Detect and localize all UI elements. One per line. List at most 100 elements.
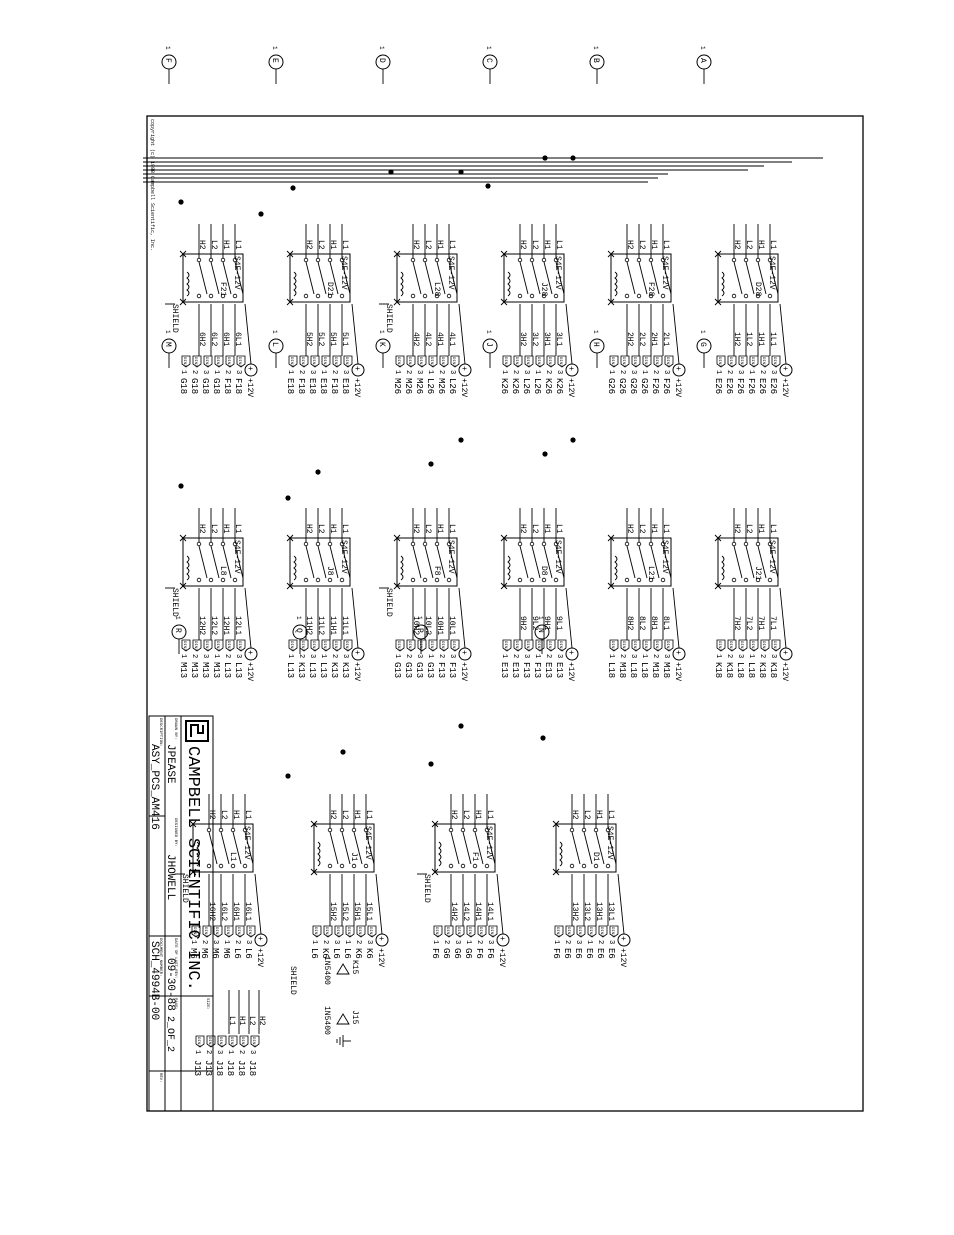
shield-label: SHIELD (288, 966, 297, 995)
connector-tag: DIN3 (621, 357, 625, 367)
relay-input-label: L1 (233, 240, 242, 250)
wire (714, 534, 722, 542)
contact (743, 293, 749, 299)
wire (543, 261, 553, 295)
supply-label: +12V (459, 662, 468, 681)
bus-tag-letter: K (377, 342, 386, 347)
contact (303, 293, 309, 299)
channel-label: 3H1 (542, 332, 551, 347)
pin-number: 1 (310, 940, 318, 944)
wire (431, 868, 439, 876)
contact (315, 293, 321, 299)
supply-label: +12V (673, 662, 682, 681)
pin-ref: J13 (203, 1060, 213, 1076)
pin-ref: G18 (178, 378, 188, 394)
pin-ref: J18 (225, 1060, 235, 1076)
pin-ref: E18 (285, 378, 295, 394)
connector-pin (609, 925, 619, 938)
wire (626, 261, 636, 295)
connector-pin (356, 925, 366, 938)
contact (422, 293, 428, 299)
wire (571, 831, 581, 865)
contact (363, 827, 369, 833)
connector-tag: DIN3 (247, 927, 251, 937)
pin-number: 1 (343, 940, 351, 944)
supply-label: +12V (497, 948, 506, 967)
connector-pin (217, 1035, 227, 1048)
wire (286, 534, 294, 542)
channel-label: 14H1 (473, 902, 482, 921)
diode-ref: K15 (350, 960, 359, 975)
pin-ref: F13 (436, 662, 446, 678)
relay-coil (293, 555, 297, 581)
contact (660, 257, 666, 263)
connector-tag: DIN3 (196, 1037, 200, 1047)
pin-number: 2 (237, 1050, 245, 1054)
connector-tag: DIN3 (203, 927, 207, 937)
wire (375, 873, 383, 935)
wire (714, 250, 722, 258)
connector-pin (224, 925, 234, 938)
pin-number: 3 (769, 370, 777, 374)
bus-tag-prefix: 1 (592, 46, 599, 50)
pin-ref: K6 (320, 948, 330, 959)
pin-number: 2 (437, 654, 445, 658)
pin-ref: L18 (735, 662, 745, 678)
wire (607, 298, 615, 306)
connector-pin (225, 355, 235, 368)
shield-label: SHIELD (422, 874, 431, 903)
junction-dot (258, 211, 264, 217)
connector-pin (343, 355, 353, 368)
relay-body (289, 253, 351, 303)
common-connector: DIN33J18DIN32J18DIN31J18DIN33J18DIN32J13… (192, 956, 359, 1076)
page-number: 2_OF_2 (164, 1016, 175, 1052)
contact (660, 577, 666, 583)
pin-ref: E13 (543, 662, 553, 678)
junction-dot (285, 495, 291, 501)
connector-tag: DIN3 (610, 641, 614, 651)
contact (731, 541, 737, 547)
contact (553, 293, 559, 299)
relay-input-label: L1 (661, 240, 670, 250)
connector-tag: DIN3 (772, 357, 776, 367)
pin-ref: E6 (584, 948, 594, 959)
relay-body (192, 823, 254, 873)
channel-label: 10L2 (423, 616, 432, 635)
connector-pin (716, 639, 726, 652)
connector-tag: DIN3 (451, 641, 455, 651)
connector-tag: DIN3 (503, 357, 507, 367)
pin-number: 2 (758, 370, 766, 374)
channel-label: 11H1 (328, 616, 337, 635)
connector-pin (367, 925, 377, 938)
pin-ref: F18 (329, 378, 339, 394)
contact (351, 827, 357, 833)
contact (446, 257, 452, 263)
pin-number: 1 (426, 654, 434, 658)
pin-number: 3 (574, 940, 582, 944)
channel-label: 7L2 (744, 616, 753, 631)
connector-tag: DIN3 (289, 357, 293, 367)
supply-plus: + (780, 366, 789, 371)
pin-ref: G18 (211, 378, 221, 394)
junction-dot (542, 451, 548, 457)
bus-tag-letter: E (270, 58, 279, 63)
contact (605, 863, 611, 869)
wire (244, 831, 254, 865)
wire (607, 831, 617, 865)
wire (329, 261, 339, 295)
contact (517, 293, 523, 299)
relay-type: S4E-12V (660, 540, 669, 574)
relay-coil (400, 271, 404, 297)
relay-input-label: H1 (328, 240, 337, 250)
pin-ref: E18 (307, 378, 317, 394)
pin-number: 2 (354, 940, 362, 944)
bus-tag: L1 (268, 330, 284, 354)
channel-label: 13H2 (570, 902, 579, 921)
contact (517, 541, 523, 547)
connector-pin (631, 355, 641, 368)
supply-12v: ++12V (617, 933, 631, 967)
connector-pin (653, 639, 663, 652)
channel-label: 15H1 (352, 902, 361, 921)
bus-tag: F1 (161, 46, 177, 70)
relay-input-label: H1 (435, 524, 444, 534)
